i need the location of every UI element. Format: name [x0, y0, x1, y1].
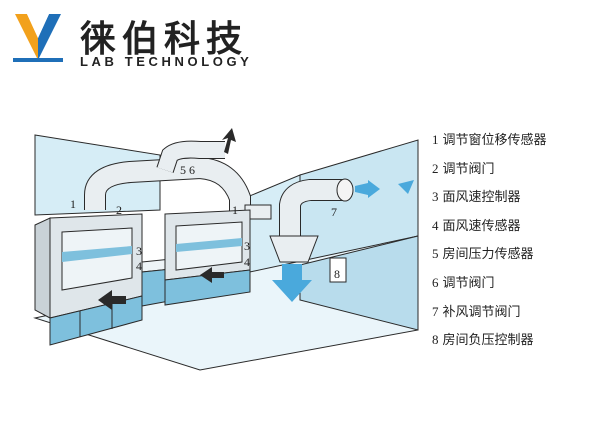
company-logo-icon	[13, 14, 63, 62]
fume-hood-left-side	[34, 217, 51, 319]
callout-4-left: 4	[136, 259, 142, 273]
callout-5-6: 5 6	[180, 163, 195, 177]
callout-3-left: 3	[136, 244, 142, 258]
callout-2: 2	[116, 203, 122, 217]
fume-hood-left-sash	[62, 246, 132, 262]
callout-4-right: 4	[244, 255, 250, 269]
duct-riser	[157, 141, 225, 173]
supply-diffuser	[269, 235, 319, 263]
callout-7: 7	[331, 205, 337, 219]
brand-name-cn: 徕伯科技	[80, 19, 249, 60]
downflow-arrow	[272, 264, 312, 302]
callout-1-right: 1	[232, 203, 238, 217]
inflow-arrow-left	[98, 290, 126, 310]
brand-name-en: LAB TECHNOLOGY	[80, 54, 253, 69]
inflow-arrow-right	[200, 267, 224, 283]
fume-hood-left-window	[61, 227, 133, 291]
outdoor-air-arrow	[398, 180, 414, 194]
callout-8: 8	[334, 267, 340, 281]
callout-3-right: 3	[244, 239, 250, 253]
supply-air-arrow	[355, 180, 380, 198]
exhaust-arrow	[222, 128, 236, 154]
room-pressure-controller	[329, 257, 347, 283]
supply-duct	[280, 180, 345, 240]
supply-damper	[336, 178, 354, 202]
fume-hood-right-sash	[176, 238, 242, 252]
callout-1-left: 1	[70, 197, 76, 211]
